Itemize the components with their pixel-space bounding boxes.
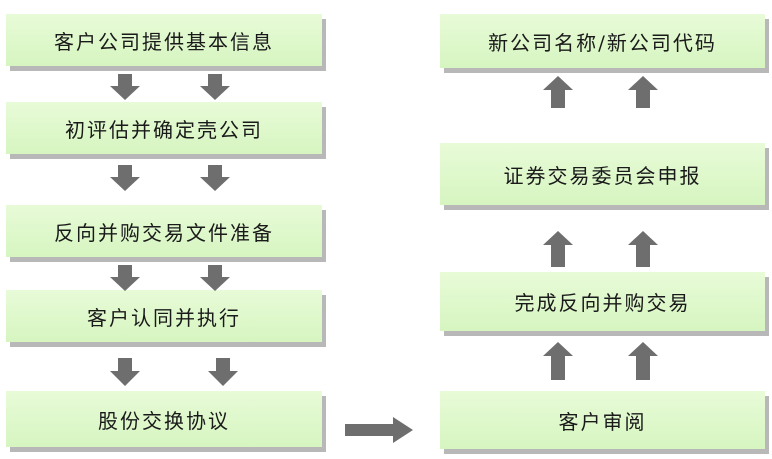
step-box-9: 新公司名称/新公司代码 <box>440 14 765 68</box>
step-label: 证券交易委员会申报 <box>503 163 702 188</box>
up-arrow-icon <box>543 76 573 108</box>
step-label: 完成反向并购交易 <box>514 291 691 315</box>
up-arrow-icon <box>628 76 658 108</box>
step-box-1: 客户公司提供基本信息 <box>6 14 322 66</box>
up-arrow-icon <box>543 342 573 380</box>
step-box-3: 反向并购交易文件准备 <box>6 205 322 257</box>
step-box-2: 初评估并确定壳公司 <box>6 102 322 154</box>
up-arrow-icon <box>628 342 658 380</box>
down-arrow-icon <box>110 165 140 191</box>
step-label: 客户公司提供基本信息 <box>54 29 274 54</box>
down-arrow-icon <box>208 358 238 386</box>
step-box-4: 客户认同并执行 <box>6 290 322 342</box>
step-label: 客户审阅 <box>558 409 647 434</box>
down-arrow-icon <box>110 358 140 386</box>
step-label: 股份交换协议 <box>98 408 230 433</box>
down-arrow-icon <box>200 265 230 291</box>
down-arrow-icon <box>110 74 140 100</box>
step-box-8: 证券交易委员会申报 <box>440 143 765 205</box>
step-box-5: 股份交换协议 <box>6 391 322 447</box>
step-label: 新公司名称/新公司代码 <box>488 30 717 55</box>
step-label: 初评估并确定壳公司 <box>65 117 263 142</box>
step-box-7: 完成反向并购交易 <box>440 272 765 331</box>
up-arrow-icon <box>628 231 658 267</box>
down-arrow-icon <box>200 74 230 100</box>
up-arrow-icon <box>543 231 573 267</box>
down-arrow-icon <box>200 165 230 191</box>
step-box-6: 客户审阅 <box>440 391 765 449</box>
right-arrow-icon <box>345 417 413 443</box>
down-arrow-icon <box>110 265 140 291</box>
step-label: 反向并购交易文件准备 <box>54 220 274 245</box>
step-label: 客户认同并执行 <box>87 305 241 330</box>
